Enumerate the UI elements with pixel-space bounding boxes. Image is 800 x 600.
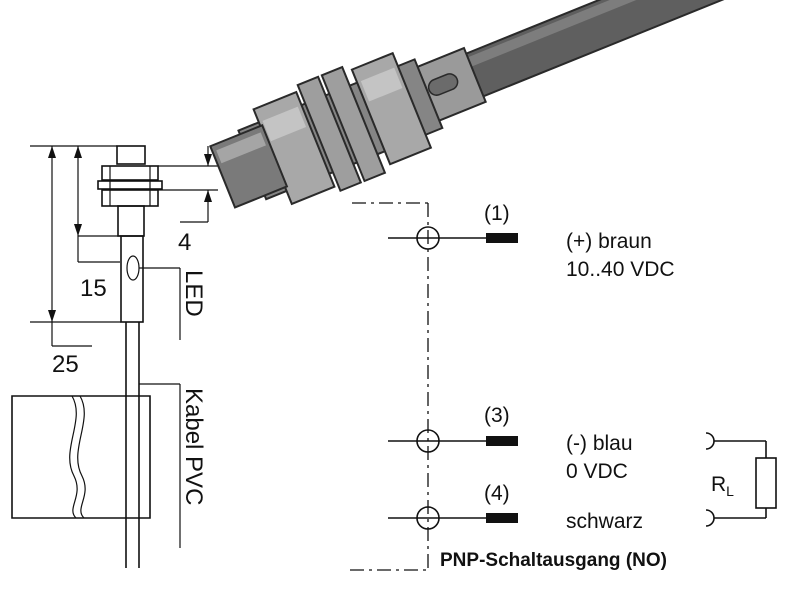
load-symbol: R: [711, 473, 726, 496]
pin-3-number: (3): [484, 404, 510, 427]
sensor-led-housing: [120, 235, 144, 323]
led-window: [126, 255, 140, 281]
load-label: RL: [711, 473, 734, 499]
load-subscript: L: [726, 483, 734, 499]
sensor-thread: [117, 205, 145, 237]
led-label: LED: [180, 270, 207, 317]
dim-25-label: 25: [52, 351, 79, 378]
sensor-washer: [97, 180, 163, 190]
terminal-circle: [416, 429, 440, 453]
pin-3-voltage: 0 VDC: [566, 460, 628, 483]
pin-4: [388, 506, 518, 530]
terminal-hook-bottom: [705, 509, 715, 527]
pin-1-label: (+) braun: [566, 230, 652, 253]
pin-1: [388, 226, 518, 250]
terminal-circle: [416, 226, 440, 250]
pin-1-voltage: 10..40 VDC: [566, 258, 675, 281]
output-type-label: PNP-Schaltausgang (NO): [440, 550, 667, 571]
pin-3-label: (-) blau: [566, 432, 633, 455]
load-resistor: [755, 457, 777, 509]
sensor-photo: [208, 0, 736, 209]
pin-3: [388, 429, 518, 453]
break-line-left: [69, 395, 78, 519]
cable-label: Kabel PVC: [180, 388, 207, 505]
pin-4-number: (4): [484, 482, 510, 505]
dim-15-label: 15: [80, 275, 107, 302]
sensor-nut-upper: [101, 165, 159, 181]
terminal-circle: [416, 506, 440, 530]
terminal-hook-top: [705, 432, 715, 450]
mounting-block: [11, 395, 151, 519]
load-circuit: [705, 432, 777, 527]
photo-washer-front: [296, 75, 363, 193]
photo-washer-rear: [320, 65, 387, 183]
wire-end-marker: [486, 233, 518, 243]
sensor-side-view: [11, 145, 163, 568]
dimension-lines: [30, 145, 218, 548]
pin-4-label: schwarz: [566, 510, 643, 533]
wire-end-marker: [486, 436, 518, 446]
wiring-schematic: [350, 202, 777, 571]
pin-1-number: (1): [484, 202, 510, 225]
break-line-right: [77, 395, 86, 519]
wire-end-marker: [486, 513, 518, 523]
dim-4-label: 4: [178, 229, 191, 256]
sensor-tip: [116, 145, 146, 165]
